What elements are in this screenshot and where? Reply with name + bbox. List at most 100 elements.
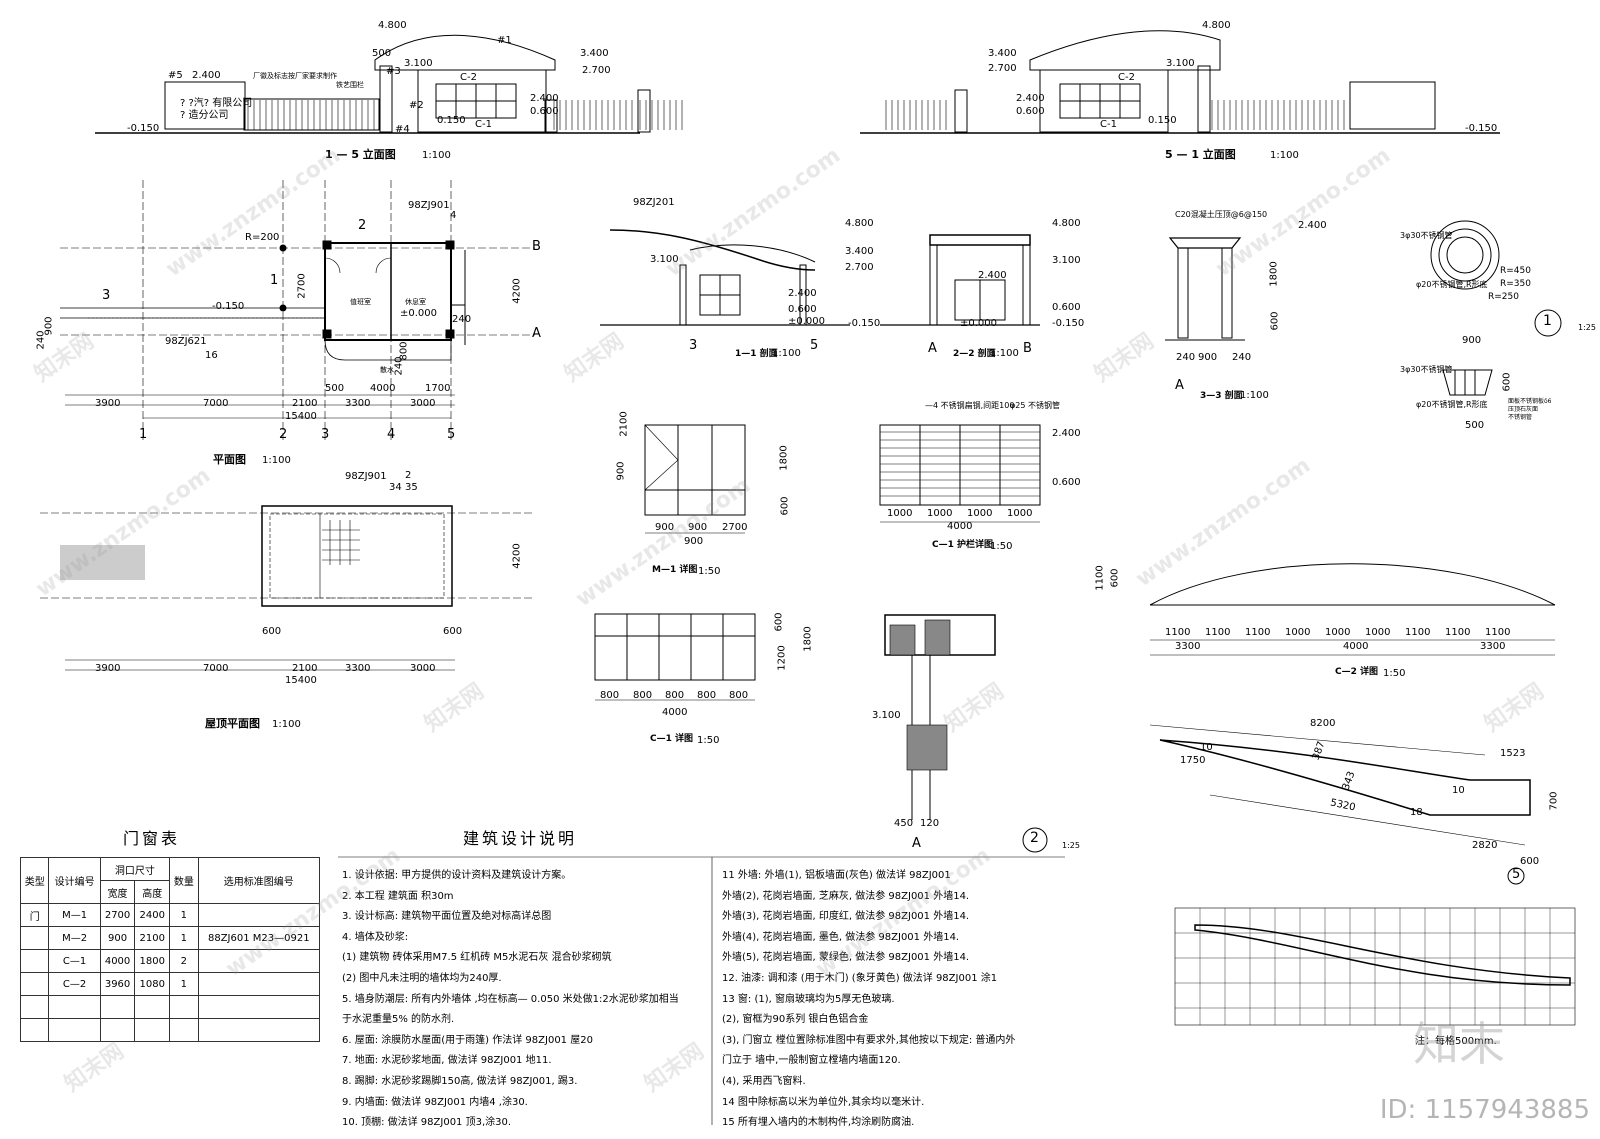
sec1-dim: 2.400 [788,288,817,299]
sec3-dim: 2.400 [1298,220,1327,231]
plan-dim: 2700 [296,273,308,299]
rear-elevation [860,30,1500,134]
front-elev-dim: 3.100 [404,58,433,69]
det2-dim: 3.100 [872,710,901,721]
asset-id: ID: 1157943885 [1379,1095,1590,1125]
front-elev-dim: 0.600 [530,106,559,117]
c1-dim: 1800 [802,626,814,652]
note-line: 8. 踢脚: 水泥砂浆踢脚150高, 做法详 98ZJ001, 踢3. [342,1075,578,1087]
det1-label: 面板不锈钢板δ6 [1508,398,1552,405]
plan-section-mark: 2 [358,218,367,233]
sec2-dim: -0.150 [1052,318,1085,329]
plan-axis: 5 [447,427,456,442]
det2-scale: 1:25 [1062,841,1080,850]
dw-cell: 88ZJ601 M23—0921 [197,926,321,950]
c1-dim: 800 [633,690,653,701]
dw-cell: 1080 [134,972,171,996]
section-3-3 [1165,237,1245,341]
sec3-dim: 600 [1269,311,1281,331]
dw-cell [197,972,321,996]
det1-label: 3φ30不锈钢管 [1400,231,1453,240]
note-line: 2. 本工程 建筑面 积30m [342,890,454,902]
note-line: (3), 门窗立 樘位置除标准图中有要求外,其他按以下规定: 普通内外 [722,1034,1016,1046]
note-line: 10. 顶棚: 做法详 98ZJ001 顶3,涂30. [342,1117,512,1129]
rear-elev-dim: 4.800 [1202,20,1231,31]
dw-cell: 2100 [134,926,171,950]
notes-right: 11 外墙: 外墙(1), 铝板墙面(灰色) 做法详 98ZJ001 外墙(2)… [722,866,1072,1134]
det1-label: φ20不锈钢管,R形底 [1416,280,1488,289]
c2-dim: 3300 [1480,641,1506,652]
grid-detail [1174,907,1576,1026]
m1-dim: 2700 [722,522,748,533]
table-row [19,1018,321,1042]
det1-label: 900 [1462,335,1482,346]
plan-axis: 3 [321,427,330,442]
front-elev-window: C-2 [460,72,477,83]
front-elev-tag: #4 [395,124,410,135]
dw-cell: 1 [169,903,199,927]
m1-dim: 900 [615,461,627,481]
det1-label: 3φ30不锈钢管 [1400,365,1453,374]
front-elev-tag: #2 [409,100,424,111]
dw-cell: C—1 [48,949,101,973]
dw-header: 数量 [169,857,199,904]
det5-dim: 1750 [1180,755,1206,766]
c2-dim: 1000 [1325,627,1351,638]
door-m1-detail [644,424,746,534]
front-elev-sign: ? ?汽? 有限公司 [180,98,253,109]
sec2-dim: ±0.000 [960,318,998,329]
det5-dim: 600 [1520,856,1540,867]
plan-axis: B [532,239,541,254]
front-elev-dim: 2.400 [530,93,559,104]
dw-cell: 2700 [99,903,136,927]
dw-cell: M—1 [48,903,101,927]
plan-dim: 500 [325,383,345,394]
plan-ref: 98ZJ901 [408,200,450,211]
roof-ref-part: 2 [405,470,412,481]
rear-elev-dim: 2.700 [988,63,1017,74]
dw-cell: 门 [19,903,50,927]
rail-label: φ25 不锈钢管 [1010,401,1060,410]
c2-dim: 3300 [1175,641,1201,652]
det1-scale: 1:25 [1578,323,1596,332]
front-elev-dim: 3.400 [580,48,609,59]
roof-scale: 1:100 [272,719,301,730]
plan-axis: 1 [139,427,148,442]
rail-label: 1000 [1007,508,1033,519]
note-line: (1) 建筑物 砖体采用M7.5 红机砖 M5水泥石灰 混合砂浆砌筑 [342,952,612,964]
plan-misc: 散水 [380,366,394,374]
sec1-dim: 0.600 [788,304,817,315]
plan-dim: 240 [452,314,472,325]
c1-dim: 800 [600,690,620,701]
roof-ref-part: 35 [405,482,418,493]
sec3-dim: 1800 [1268,261,1280,287]
rail-label: 4000 [947,521,973,532]
section-1-1 [600,229,850,326]
note-line: 9. 内墙面: 做法详 98ZJ001 内墙4 ,涂30. [342,1096,528,1108]
sec1-ref: 98ZJ201 [633,197,675,208]
det1-label: 600 [1501,372,1513,392]
roof-dim: 3000 [410,663,436,674]
plan-dim: 15400 [285,411,317,422]
grid-note: 注：每格500mm. [1415,1036,1497,1047]
m1-dim: 900 [684,536,704,547]
sec1-dim: 2.700 [845,262,874,273]
det5-axis: 5 [1512,867,1521,882]
rail-label: 0.600 [1052,477,1081,488]
note-line: 门立于 墙中,一般制窗立樘墙内墙面120. [722,1055,901,1067]
plan-section-mark: 1 [270,273,279,288]
dw-cell [19,926,50,950]
c1-dim: 800 [729,690,749,701]
roof-ref-part: 34 [389,482,402,493]
c2-dim: 1000 [1285,627,1311,638]
front-elev-tag: #5 [168,70,183,81]
note-line: 12. 油漆: 调和漆 (用于木门) (象牙黄色) 做法详 98ZJ001 涂1 [722,972,998,984]
plan-ref-circle: 16 [205,350,218,361]
sec3-scale: 1:100 [1240,390,1269,401]
sec2-axis: B [1023,341,1032,356]
rear-elev-caption: 5 — 1 立面图 [1165,148,1236,161]
dw-header: 宽度 [99,880,136,904]
rail-label: 1000 [927,508,953,519]
c2-dim: 1100 [1245,627,1271,638]
